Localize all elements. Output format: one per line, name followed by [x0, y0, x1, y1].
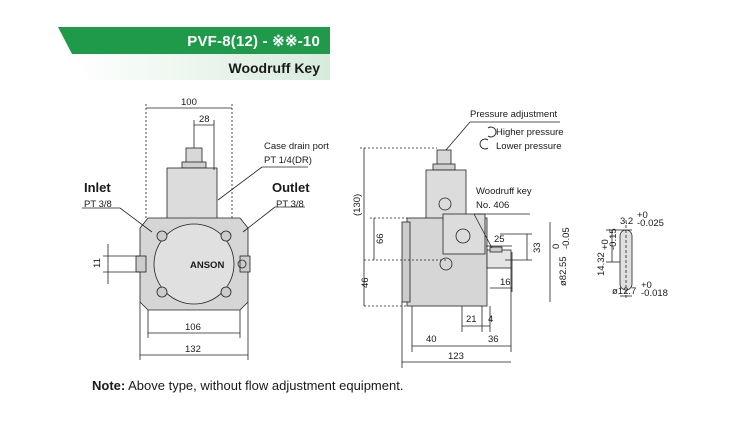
counterclockwise-arrow-icon	[479, 138, 489, 150]
dim-40: 40	[426, 334, 437, 345]
inlet-label: Inlet	[84, 180, 111, 195]
woodruff-key-label: Woodruff key	[476, 186, 532, 197]
dim-100: 100	[181, 97, 197, 108]
side-view-pump	[360, 121, 560, 368]
clockwise-arrow-icon	[487, 126, 497, 138]
dim-36: 36	[488, 334, 499, 345]
dim-33: 33	[532, 242, 543, 253]
dim-16: 16	[500, 277, 511, 288]
dim-130: (130)	[352, 194, 363, 216]
dim-46: 46	[360, 277, 371, 288]
dim-3-2-tol-up: +0	[637, 210, 648, 221]
dim-shaft-dia: ø82.55	[558, 256, 569, 286]
note-prefix: Note:	[92, 378, 126, 393]
front-view-pump	[82, 104, 308, 360]
note-text: Above type, without flow adjustment equi…	[125, 378, 404, 393]
footnote: Note: Above type, without flow adjustmen…	[92, 378, 403, 393]
pressure-adjustment-label: Pressure adjustment	[470, 109, 557, 120]
higher-pressure-label: Higher pressure	[496, 127, 564, 138]
dim-14-32-tol-low: -0.15	[608, 228, 619, 250]
brand-label: ANSON	[190, 260, 224, 271]
outlet-size: PT 3/8	[276, 199, 304, 210]
dim-106: 106	[185, 322, 201, 333]
inlet-size: PT 3/8	[84, 199, 112, 210]
page-subtitle: Woodruff Key	[228, 60, 320, 76]
dim-14-32-tol-up: +0	[600, 239, 611, 250]
dim-14-32: 14.32	[596, 252, 607, 276]
dim-28: 28	[199, 114, 210, 125]
lower-pressure-label: Lower pressure	[496, 141, 561, 152]
case-drain-size: PT 1/4(DR)	[264, 155, 312, 166]
dim-3-2: 3.2	[620, 216, 633, 227]
woodruff-key-number: No. 406	[476, 200, 509, 211]
dim-123: 123	[448, 351, 464, 362]
dim-3-2-tol-low: -0.025	[637, 218, 664, 229]
dim-12-7-tol-up: +0	[641, 280, 652, 291]
dim-12-7: ø12.7	[612, 286, 636, 297]
case-drain-label: Case drain port	[264, 141, 329, 152]
dim-shaft-tol-up: 0	[551, 244, 562, 249]
dim-21: 21	[466, 314, 477, 325]
woodruff-key-detail	[606, 220, 633, 300]
dim-4: 4	[488, 314, 493, 325]
dim-11: 11	[92, 258, 103, 268]
dim-66: 66	[375, 233, 386, 244]
banner-shape	[58, 27, 330, 80]
header-banner: PVF-8(12) - ※※-10 Woodruff Key	[0, 0, 732, 90]
dim-shaft-tol-low: -0.05	[561, 227, 572, 249]
dim-12-7-tol-low: -0.018	[641, 288, 668, 299]
outlet-label: Outlet	[272, 180, 310, 195]
dim-132: 132	[185, 344, 201, 355]
dim-25: 25	[494, 234, 505, 245]
page-title: PVF-8(12) - ※※-10	[187, 33, 320, 50]
